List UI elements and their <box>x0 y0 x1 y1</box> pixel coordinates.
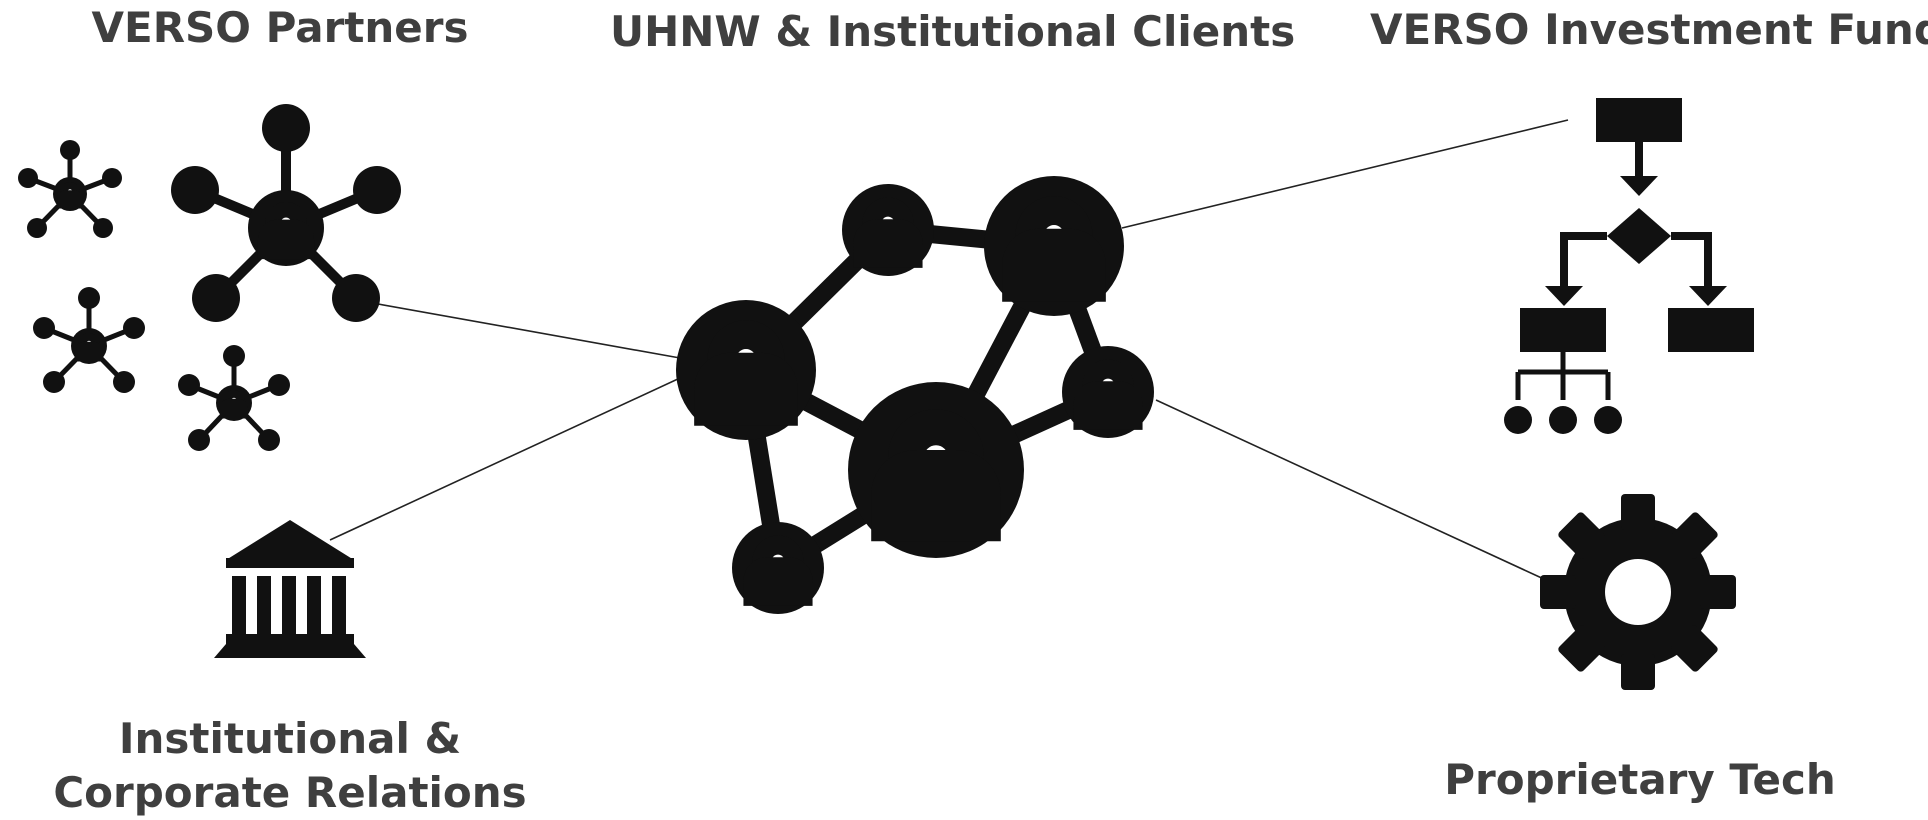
connector-relations <box>329 377 681 541</box>
label-clients: UHNW & Institutional Clients <box>610 7 1296 56</box>
label-investment-funds: VERSO Investment Funds <box>1370 5 1928 54</box>
connector-funds <box>1121 119 1569 229</box>
client-network-icon <box>676 176 1154 614</box>
connectors <box>329 119 1569 581</box>
label-proprietary-tech: Proprietary Tech <box>1444 755 1836 804</box>
connector-partners <box>377 303 681 359</box>
gear-icon <box>1540 494 1736 690</box>
institution-building-icon <box>214 520 366 658</box>
label-institutional-relations: Institutional & Corporate Relations <box>53 714 527 817</box>
label-verso-partners: VERSO Partners <box>91 3 469 52</box>
partner-network-small-icon <box>178 345 290 451</box>
partner-network-icon <box>18 104 401 451</box>
connector-tech <box>1155 399 1547 581</box>
partner-network-large-icon <box>171 104 401 322</box>
partner-network-small-icon <box>33 287 145 393</box>
partner-network-small-icon <box>18 140 122 238</box>
flowchart-icon <box>1504 98 1754 434</box>
